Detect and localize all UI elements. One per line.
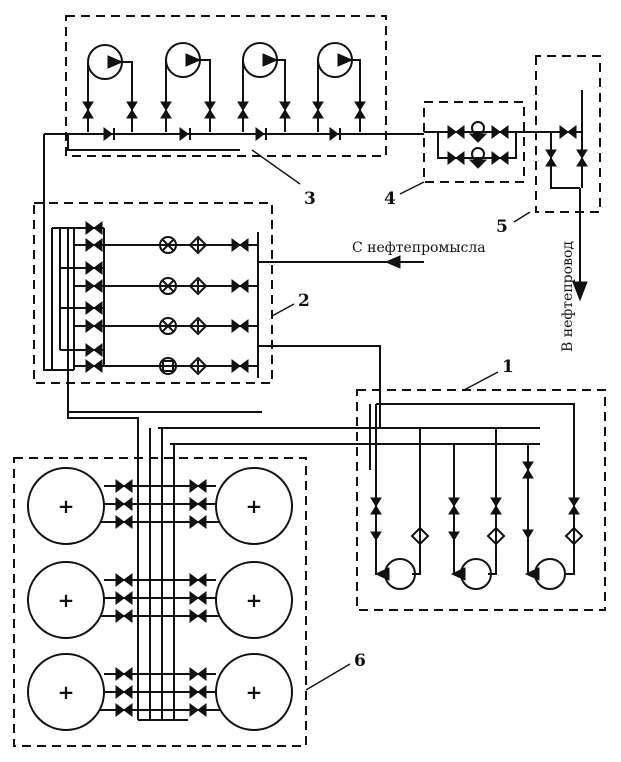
tank-icon: +	[215, 561, 293, 639]
block-2-outline	[33, 202, 273, 384]
valve-icon	[85, 221, 249, 373]
separator-icon	[159, 236, 177, 375]
block-5-outlet	[540, 90, 588, 302]
label-6: 6	[354, 651, 366, 671]
block-3-outline	[65, 15, 387, 157]
block-6-tank-farm: + + + + + +	[27, 467, 293, 731]
block-3-pump-station	[44, 42, 424, 151]
label-5: 5	[496, 217, 508, 237]
valve-icon	[447, 125, 509, 165]
block-2-lines	[43, 134, 262, 413]
outflow-arrow-icon	[572, 281, 588, 302]
label-2: 2	[298, 291, 310, 311]
valve-icon	[545, 125, 588, 167]
tank-icon: +	[215, 467, 293, 545]
pump-icon	[87, 44, 124, 80]
filter-icon	[410, 526, 584, 546]
tank-icon: +	[215, 653, 293, 731]
block-1-outline	[356, 389, 606, 611]
tank-icon: +	[27, 467, 105, 545]
label-4: 4	[384, 189, 396, 209]
pump-icon	[165, 42, 202, 78]
pump-icon	[317, 42, 354, 78]
block-4-outline	[423, 101, 525, 183]
tank-icon: +	[27, 653, 105, 731]
valve-icon	[115, 479, 207, 717]
svg-text:+: +	[246, 494, 263, 518]
svg-text:+: +	[58, 588, 75, 612]
outflow-label: В нефтепровод	[560, 241, 576, 352]
valve-icon	[82, 101, 366, 119]
tank-icon: +	[27, 561, 105, 639]
pump-icon	[374, 558, 416, 590]
inflow-label: С нефтепромысла	[352, 240, 486, 256]
label-1: 1	[502, 357, 514, 377]
inflow-arrow-icon	[384, 255, 401, 269]
valve-icon	[370, 461, 580, 541]
svg-text:+: +	[58, 494, 75, 518]
filter-icon	[188, 235, 208, 376]
svg-text:+: +	[58, 680, 75, 704]
block-5-outline	[535, 55, 601, 213]
svg-text:+: +	[246, 680, 263, 704]
svg-text:+: +	[246, 588, 263, 612]
check-valve-icon	[103, 127, 341, 141]
flow-meter-icon	[468, 121, 488, 169]
block-4-metering	[424, 121, 540, 169]
block-6-outline	[13, 457, 307, 747]
pump-icon	[242, 42, 279, 78]
pump-icon	[524, 558, 566, 590]
label-3: 3	[304, 189, 316, 209]
pump-icon	[450, 558, 492, 590]
block-1-pumps	[149, 403, 584, 720]
